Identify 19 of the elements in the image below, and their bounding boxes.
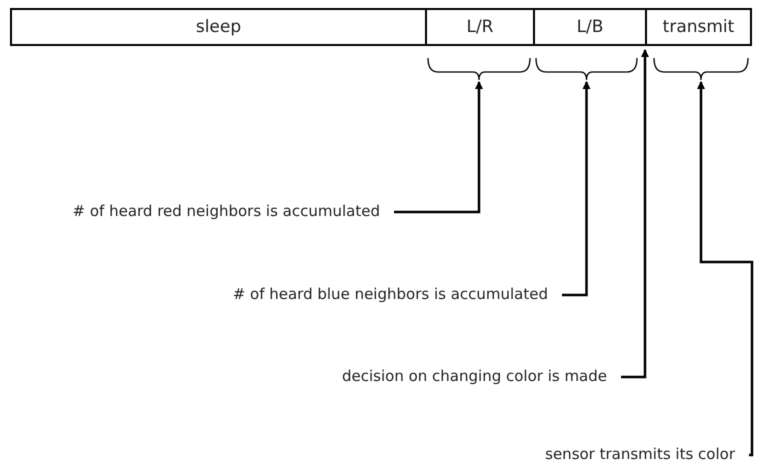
segment-label: transmit — [662, 17, 734, 37]
curly-brace — [427, 58, 531, 81]
leader-arrow — [697, 81, 754, 456]
annotation-text: sensor transmits its color — [545, 445, 735, 463]
annotation-text: # of heard blue neighbors is accumulated — [232, 285, 548, 303]
timeline-segment — [645, 8, 752, 46]
leader-arrow — [562, 81, 590, 296]
timeline-segment — [425, 8, 535, 46]
curly-brace — [535, 58, 638, 81]
timeline-segment — [533, 8, 647, 46]
segment-label: L/B — [576, 17, 604, 37]
timeline-segment — [10, 8, 427, 46]
annotation-text: decision on changing color is made — [342, 367, 607, 385]
leader-arrow — [621, 49, 649, 378]
annotation-text: # of heard red neighbors is accumulated — [72, 202, 380, 220]
segment-label: L/R — [466, 17, 494, 37]
curly-brace — [653, 58, 749, 81]
leader-arrow — [394, 81, 483, 214]
segment-label: sleep — [196, 17, 242, 37]
